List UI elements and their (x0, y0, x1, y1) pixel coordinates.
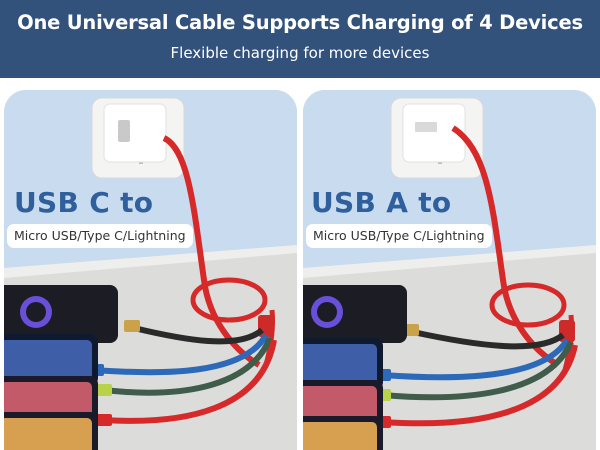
cable-blue (93, 333, 269, 376)
phone-iphone-1 (4, 334, 98, 386)
phone-android-1 (303, 285, 407, 343)
phone-iphone-3 (303, 416, 383, 450)
connector-label: Micro USB/Type C/Lightning (306, 224, 492, 248)
phone-android-1 (4, 285, 118, 343)
type-c-connector (124, 320, 140, 332)
headline: One Universal Cable Supports Charging of… (17, 11, 583, 34)
panel-usb-a: USB A to Micro USB/Type C/Lightning (303, 90, 596, 450)
usb-c-charger (103, 103, 167, 163)
lightning-connector (96, 414, 112, 426)
cable-red-lightning (382, 344, 578, 427)
connector-label: Micro USB/Type C/Lightning (7, 224, 193, 248)
panel-title: USB A to (311, 186, 452, 219)
desk-edge (303, 245, 596, 278)
cable-black (412, 329, 565, 350)
phone-iphone-1 (303, 338, 383, 390)
subheadline: Flexible charging for more devices (170, 44, 430, 62)
cable-loop (489, 282, 567, 328)
header-banner: One Universal Cable Supports Charging of… (0, 0, 600, 78)
desk-edge (4, 245, 297, 278)
type-c-connector-2 (96, 384, 112, 396)
cable-loop (190, 277, 268, 323)
cable-red-lightning (103, 339, 277, 424)
panel-title: USB C to (14, 186, 154, 219)
phone-iphone-3 (4, 412, 98, 450)
cable-blue (382, 338, 570, 381)
cable-green (103, 336, 273, 396)
usb-a-scene (303, 90, 596, 450)
main-cable (162, 135, 261, 368)
usb-a-charger (402, 103, 466, 163)
cable-black (133, 325, 264, 345)
panel-usb-c: USB C to Micro USB/Type C/Lightning (4, 90, 297, 450)
cable-green (382, 340, 574, 401)
usb-c-scene (4, 90, 297, 450)
